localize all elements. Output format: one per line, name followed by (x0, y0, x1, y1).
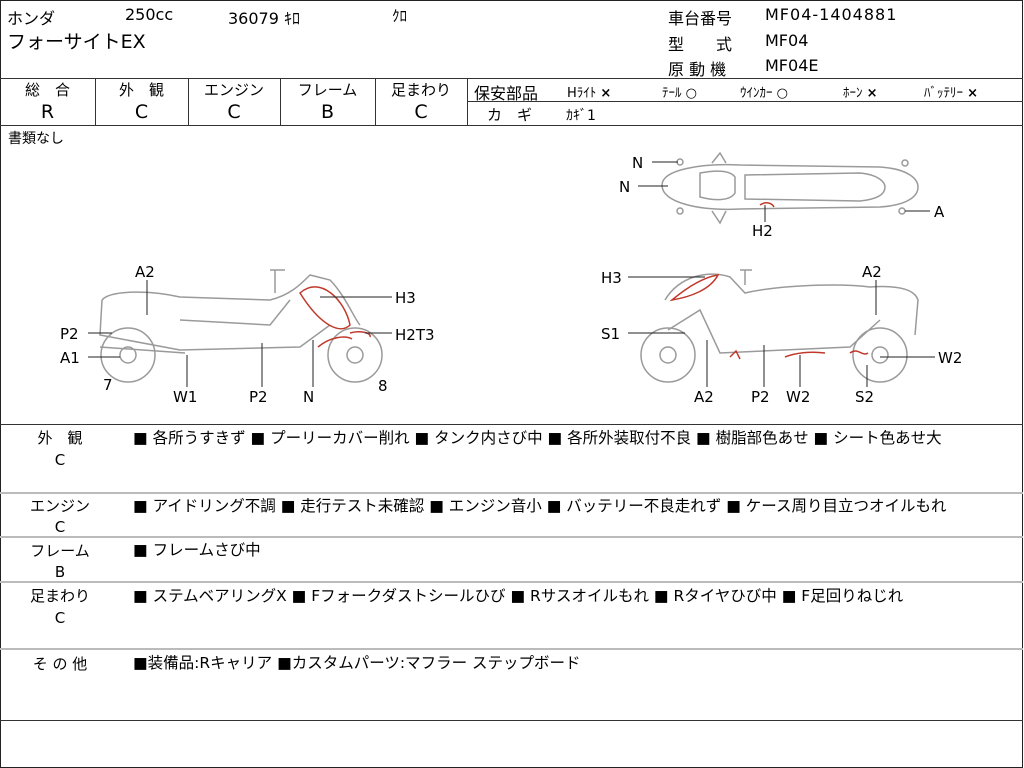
engine-value: MF04E (765, 56, 819, 75)
section-suspension-text: ■ ステムベアリングX ■ Fフォークダストシールひび ■ Rサスオイルもれ ■… (133, 587, 904, 605)
item-name: Hﾗｲﾄ (567, 86, 597, 101)
diagram-label: H3 (601, 269, 622, 287)
diagram-label: 7 (103, 376, 113, 394)
diagram-label: N (632, 154, 644, 172)
item-name: ﾎｰﾝ (843, 86, 863, 101)
left-damage-marks (299, 286, 371, 348)
divider (467, 101, 1023, 102)
divider (0, 424, 1023, 425)
divider (0, 536, 1023, 538)
divider (0, 492, 1023, 494)
right-view-bike (640, 269, 919, 383)
engine-label: 原 動 機 (668, 60, 727, 79)
diagram-label: P2 (249, 388, 268, 406)
safety-horn: ﾎｰﾝ × (843, 82, 878, 101)
grade-exterior-label: 外 観 (118, 81, 164, 99)
section-frame-text: ■ フレームさび中 (133, 541, 261, 559)
key-label: カ ギ (487, 106, 533, 124)
diagram-label: 8 (378, 377, 388, 395)
diagram-label: A (934, 203, 945, 221)
frame-no-label: 車台番号 (668, 9, 733, 28)
grade-suspension-label: 足まわり (390, 81, 451, 99)
grade-engine-label: エンジン (203, 81, 264, 99)
grade-frame-label: フレーム (297, 81, 358, 99)
section-other-title: そ の 他 (32, 655, 88, 673)
divider (0, 581, 1023, 583)
diagram-label: A1 (60, 349, 80, 367)
status-mark: ○ (776, 86, 788, 101)
diagram-label: H2 (752, 222, 773, 240)
divider (0, 648, 1023, 650)
section-frame-title: フレーム (30, 542, 90, 560)
diagram-label: S2 (855, 388, 875, 406)
leader-lines (88, 161, 935, 387)
diagram-label: H2T3 (395, 326, 435, 344)
key-value: ｶｷﾞ1 (566, 108, 596, 124)
item-name: ﾃｰﾙ (662, 86, 682, 101)
divider (0, 78, 1023, 79)
divider (0, 125, 1023, 126)
divider (375, 78, 376, 125)
section-engine-text: ■ アイドリング不調 ■ 走行テスト未確認 ■ エンジン音小 ■ バッテリー不良… (133, 497, 947, 515)
diagram-label: H3 (395, 289, 416, 307)
right-damage-marks (669, 274, 869, 360)
mileage: 36079 ｷﾛ (228, 9, 300, 28)
diagram-label: A2 (862, 263, 882, 281)
diagram-label: W2 (786, 388, 811, 406)
displacement: 250cc (125, 5, 174, 24)
safety-winker: ｳｲﾝｶｰ ○ (740, 82, 788, 101)
damage-diagram (88, 151, 935, 387)
diagram-label: S1 (601, 325, 621, 343)
safety-battery: ﾊﾞｯﾃﾘｰ × (924, 82, 978, 101)
diagram-label: A2 (694, 388, 714, 406)
status-mark: × (600, 86, 612, 101)
grade-overall-value: R (40, 101, 55, 123)
section-suspension-title: 足まわり (29, 587, 90, 605)
maker: ホンダ (7, 9, 56, 28)
section-exterior-text: ■ 各所うすきず ■ プーリーカバー削れ ■ タンク内さび中 ■ 各所外装取付不… (133, 429, 942, 447)
divider (280, 78, 281, 125)
grade-exterior-value: C (134, 101, 149, 123)
diagram-label: N (303, 388, 315, 406)
grade-engine-value: C (227, 101, 241, 123)
grade-suspension-value: C (414, 101, 428, 123)
divider (95, 78, 96, 125)
section-other-text: ■装備品:Rキャリア ■カスタムパーツ:マフラー ステップボード (133, 654, 581, 672)
diagram-label: P2 (751, 388, 770, 406)
diagram-label: W1 (173, 388, 198, 406)
status-mark: ○ (685, 86, 697, 101)
diagram-label: W2 (938, 349, 963, 367)
divider (0, 720, 1023, 721)
model-name: フォーサイトEX (7, 31, 146, 53)
item-name: ﾊﾞｯﾃﾘｰ (924, 86, 963, 101)
section-frame-grade: B (54, 563, 66, 581)
diagram-label: N (619, 178, 631, 196)
section-suspension-grade: C (54, 609, 66, 627)
type-value: MF04 (765, 31, 809, 50)
safety-tail: ﾃｰﾙ ○ (662, 82, 697, 101)
diagram-label: P2 (60, 325, 79, 343)
diagram-label: A2 (135, 263, 155, 281)
status-mark: × (866, 86, 878, 101)
safety-label: 保安部品 (474, 84, 539, 103)
color: ｸﾛ (392, 7, 408, 25)
section-exterior-grade: C (54, 451, 66, 469)
status-mark: × (967, 86, 979, 101)
top-view-bike (661, 151, 919, 225)
left-view-bike (99, 269, 383, 383)
section-exterior-title: 外 観 (37, 429, 83, 447)
grade-overall-label: 総 合 (24, 81, 70, 99)
type-label: 型 式 (668, 35, 733, 54)
safety-headlight: Hﾗｲﾄ × (567, 82, 611, 101)
grade-frame-value: B (320, 101, 335, 123)
item-name: ｳｲﾝｶｰ (740, 86, 773, 101)
section-engine-grade: C (54, 518, 66, 536)
damage-mark (759, 202, 775, 208)
section-engine-title: エンジン (29, 497, 90, 515)
documents-note: 書類なし (8, 131, 64, 147)
divider (188, 78, 189, 125)
frame-no: MF04-1404881 (765, 5, 898, 24)
